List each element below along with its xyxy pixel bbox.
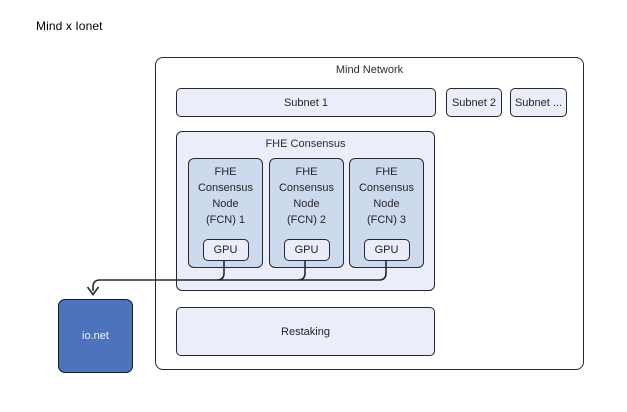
fcn-node-3-label: FHE Consensus Node (FCN) 3	[358, 166, 415, 226]
subnet-ellipsis-label: Subnet ...	[514, 96, 563, 109]
gpu-3-label: GPU	[374, 244, 399, 256]
fcn-node-2-label: FHE Consensus Node (FCN) 2	[278, 166, 335, 226]
mind-network-label: Mind Network	[335, 64, 404, 76]
fhe-consensus-box: FHE Consensus FHE Consensus Node (FCN) 1…	[176, 131, 435, 291]
gpu-box-1: GPU	[202, 239, 249, 261]
subnet-1-box: Subnet 1	[176, 88, 436, 117]
arrow-head-icon	[86, 286, 100, 296]
page-title: Mind x Ionet	[36, 19, 103, 33]
fcn-node-2: FHE Consensus Node (FCN) 2 GPU	[269, 158, 344, 268]
fhe-consensus-label: FHE Consensus	[265, 138, 346, 150]
restaking-box: Restaking	[176, 307, 435, 356]
restaking-label: Restaking	[281, 325, 330, 338]
subnet-2-label: Subnet 2	[451, 96, 497, 109]
gpu-box-2: GPU	[283, 239, 330, 261]
gpu-box-3: GPU	[363, 239, 410, 261]
fcn-node-3: FHE Consensus Node (FCN) 3 GPU	[349, 158, 424, 268]
subnet-ellipsis-box: Subnet ...	[510, 88, 567, 117]
ionet-label: io.net	[82, 330, 109, 342]
fcn-node-1-label: FHE Consensus Node (FCN) 1	[197, 166, 254, 226]
subnet-2-box: Subnet 2	[446, 88, 502, 117]
gpu-2-label: GPU	[294, 244, 319, 256]
subnet-1-label: Subnet 1	[283, 96, 329, 109]
fcn-node-1: FHE Consensus Node (FCN) 1 GPU	[188, 158, 263, 268]
ionet-box: io.net	[58, 299, 133, 373]
gpu-1-label: GPU	[213, 244, 238, 256]
